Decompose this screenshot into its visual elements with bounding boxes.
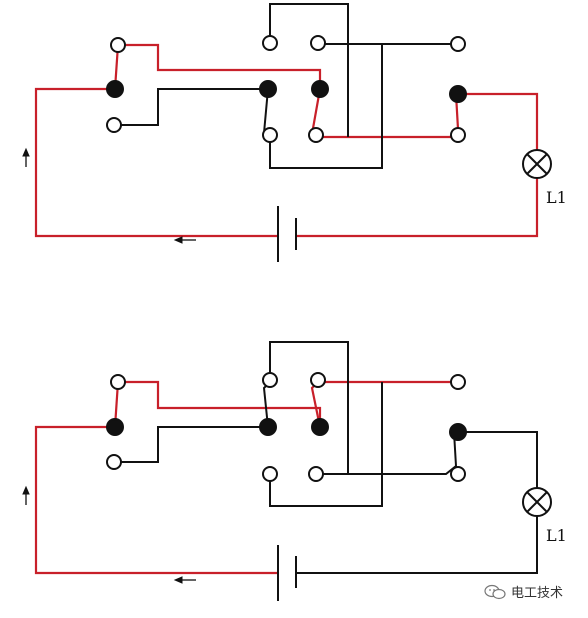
current-arrows-top <box>22 147 196 244</box>
current-arrows-bottom <box>22 485 196 584</box>
contacts-top <box>106 35 467 143</box>
lamp-label-top: L1 <box>546 188 567 207</box>
wechat-icon <box>484 584 506 599</box>
wires-bottom <box>118 341 538 601</box>
circuit-top: L1 <box>22 3 567 262</box>
lamp-bottom <box>522 487 552 517</box>
contacts-bottom <box>106 372 467 482</box>
circuit-bottom: L1 <box>22 341 567 601</box>
lamp-label-bottom: L1 <box>546 526 567 545</box>
live-path-bottom <box>34 380 457 575</box>
wires-top <box>118 3 457 262</box>
lamp-top <box>522 149 552 179</box>
watermark: 电工技术 <box>484 582 563 601</box>
watermark-text: 电工技术 <box>511 586 564 601</box>
